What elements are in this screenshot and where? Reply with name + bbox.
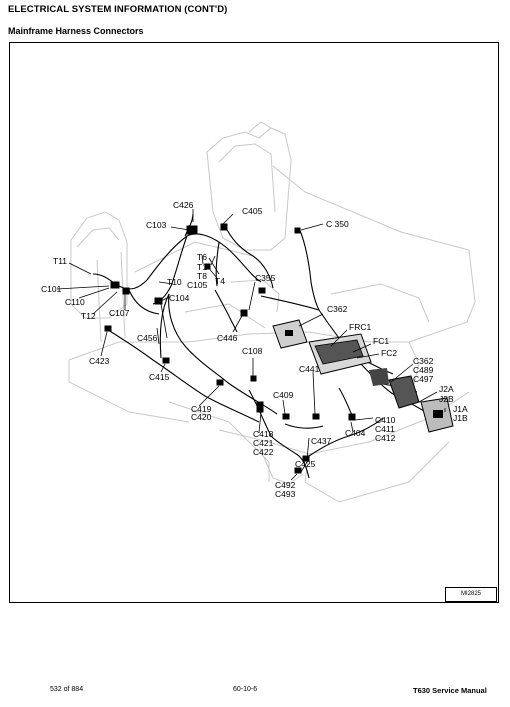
label-c110: C110 <box>65 297 85 307</box>
figure-frame <box>9 42 499 603</box>
label-c456: C456 <box>137 333 158 343</box>
label-c409: C409 <box>273 390 294 400</box>
label-c412: C412 <box>375 433 396 443</box>
label-c405: C405 <box>242 206 263 216</box>
label-t6: T6 <box>197 252 207 262</box>
label-c404: C404 <box>345 428 366 438</box>
label-t8: T8 <box>197 271 207 281</box>
fuse-relay-center <box>272 319 454 433</box>
figure-id: MI2825 <box>445 587 497 602</box>
connector-blocks <box>104 223 356 474</box>
label-c421: C421 <box>253 438 274 448</box>
leader-lines <box>56 209 446 481</box>
label-c489: C489 <box>413 365 434 375</box>
manual-title: T630 Service Manual <box>413 686 487 695</box>
label-c350: C 350 <box>326 219 349 229</box>
label-t11: T11 <box>53 256 67 266</box>
label-t1: T1 <box>197 262 207 272</box>
label-c423: C423 <box>89 356 110 366</box>
callout-labels: C426 C103 C405 C 350 T11 T6 T1 T8 T4 T10… <box>41 200 468 499</box>
label-c425: C425 <box>295 459 316 469</box>
label-c411: C411 <box>375 424 395 434</box>
label-j1a: J1A <box>453 404 468 414</box>
label-c410: C410 <box>375 415 396 425</box>
label-c441: C441 <box>299 364 320 374</box>
label-c497: C497 <box>413 374 434 384</box>
label-t10: T10 <box>167 277 182 287</box>
label-c362a: C362 <box>327 304 348 314</box>
label-c493: C493 <box>275 489 296 499</box>
label-j2a: J2A <box>439 384 454 394</box>
label-j1b: J1B <box>453 413 468 423</box>
page-counter: 532 of 884 <box>50 686 84 693</box>
label-c108: C108 <box>242 346 263 356</box>
label-t4: T4 <box>215 276 225 286</box>
label-c101: C101 <box>41 284 62 294</box>
label-c362b: C362 <box>413 356 434 366</box>
section-number: 60-10-6 <box>233 686 258 693</box>
label-c426: C426 <box>173 200 194 210</box>
label-c104: C104 <box>169 293 190 303</box>
label-c492: C492 <box>275 480 296 490</box>
label-c419: C419 <box>191 404 212 414</box>
label-frc1: FRC1 <box>349 322 371 332</box>
page-title: ELECTRICAL SYSTEM INFORMATION (CONT'D) <box>8 4 228 15</box>
label-fc2: FC2 <box>381 348 397 358</box>
label-c105: C105 <box>187 280 208 290</box>
label-j2b: J2B <box>439 394 454 404</box>
label-c415: C415 <box>149 372 170 382</box>
section-subtitle: Mainframe Harness Connectors <box>8 26 144 36</box>
label-c437: C437 <box>311 436 332 446</box>
label-t12: T12 <box>81 311 96 321</box>
label-c418: C418 <box>253 429 274 439</box>
label-c422: C422 <box>253 447 274 457</box>
label-c103: C103 <box>146 220 167 230</box>
label-c107: C107 <box>109 308 130 318</box>
label-c355: C355 <box>255 273 276 283</box>
label-c446: C446 <box>217 333 238 343</box>
label-c420: C420 <box>191 412 212 422</box>
label-fc1: FC1 <box>373 336 389 346</box>
harness-diagram: C426 C103 C405 C 350 T11 T6 T1 T8 T4 T10… <box>41 121 476 503</box>
